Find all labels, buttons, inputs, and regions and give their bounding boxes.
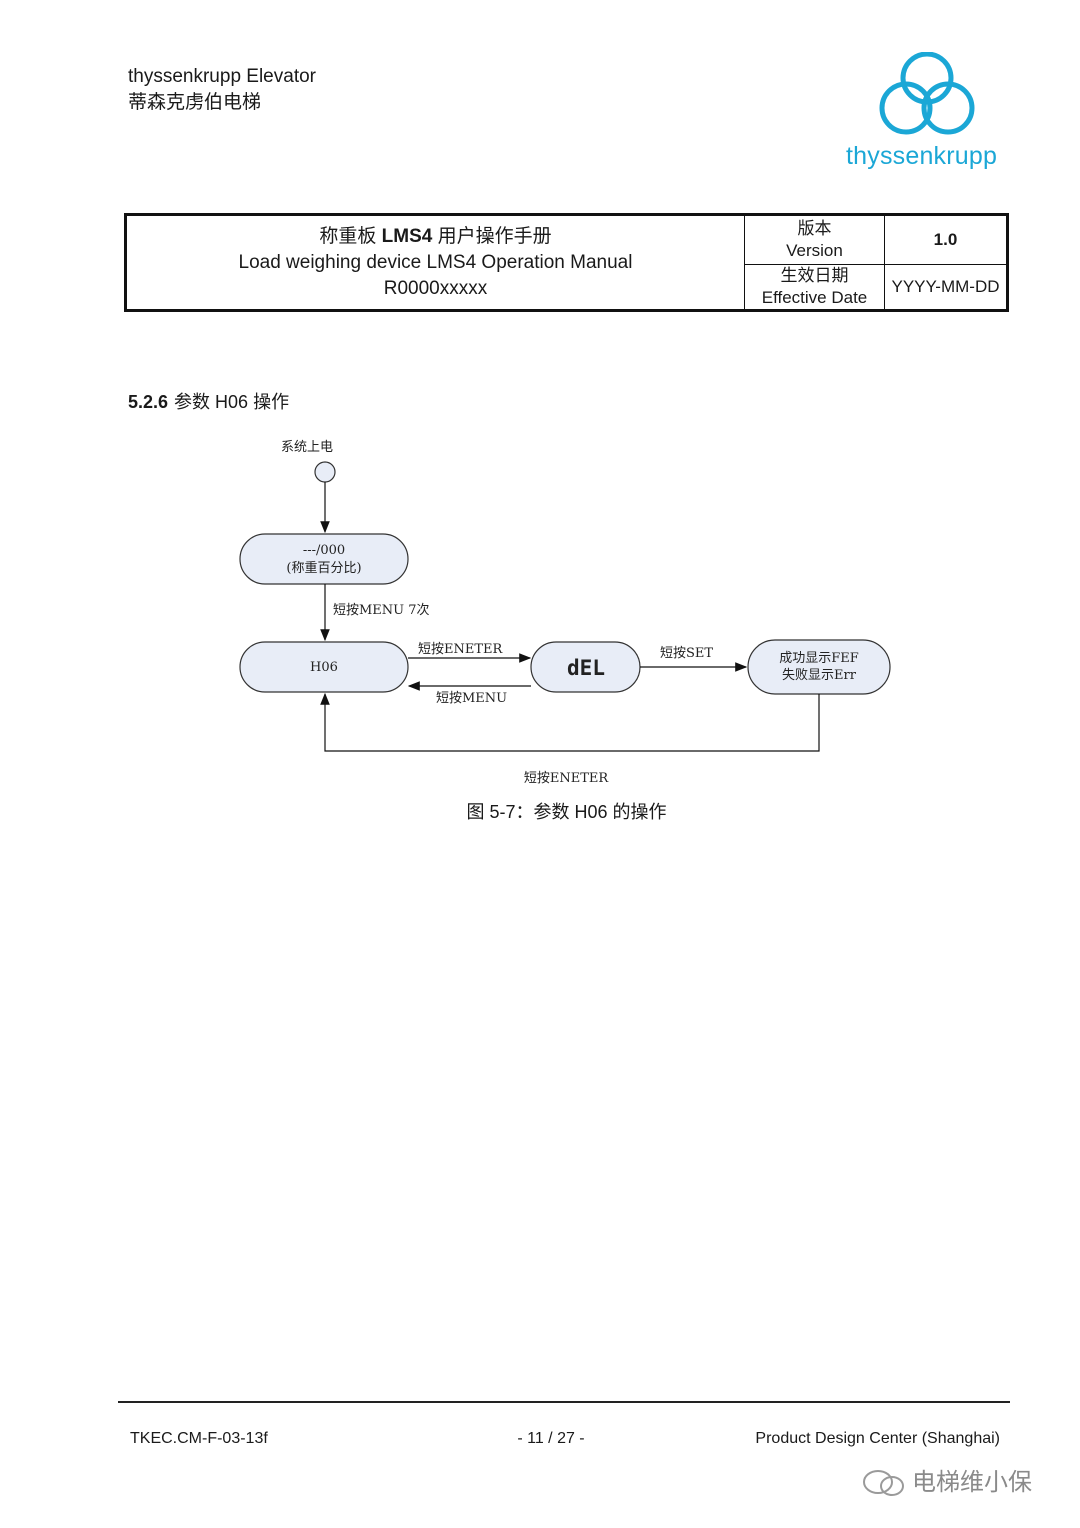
footer-form-number: TKEC.CM-F-03-13f xyxy=(130,1430,268,1447)
footer-divider xyxy=(118,1401,1010,1403)
state-result xyxy=(747,639,891,695)
edge-return-label: 短按ENETER xyxy=(524,771,610,786)
edge-menu7-label: 短按MENU 7次 xyxy=(333,602,430,618)
state-weight-percent-line2: (称重百分比) xyxy=(286,560,361,576)
state-weight-percent xyxy=(239,533,409,585)
document-title-cn: 称重板 LMS4 用户操作手册 xyxy=(319,225,552,247)
version-label-cell: 版本 Version xyxy=(744,214,885,265)
version-label-en: Version xyxy=(786,241,843,260)
document-title-cell: 称重板 LMS4 用户操作手册 Load weighing device LMS… xyxy=(125,214,745,311)
section-title: 参数 H06 操作 xyxy=(174,392,290,412)
section-number: 5.2.6 xyxy=(128,392,169,412)
date-label-cell: 生效日期 Effective Date xyxy=(744,264,885,311)
version-label-cn: 版本 xyxy=(797,219,832,238)
watermark-text: 电梯维小保 xyxy=(912,1469,1032,1496)
edge-menu-label: 短按MENU xyxy=(436,691,507,706)
arrow-return xyxy=(320,692,820,752)
edge-enter-label: 短按ENETER xyxy=(418,642,504,657)
state-del-label: dEL xyxy=(567,656,605,680)
logo-text: thyssenkrupp xyxy=(846,142,998,170)
state-result-line1: 成功显示FEF xyxy=(779,651,859,666)
date-value: YYYY-MM-DD xyxy=(884,264,1008,311)
state-h06-label: H06 xyxy=(310,660,338,675)
h06-flow-diagram: 系统上电 ---/000 (称重百分比) 短按MENU 7次 H06 短按ENE… xyxy=(239,440,891,786)
thyssenkrupp-logo-icon xyxy=(879,52,975,135)
start-node xyxy=(314,461,336,483)
company-name: thyssenkrupp Elevator 蒂森克虏伯电梯 xyxy=(128,64,316,116)
wechat-icon xyxy=(863,1470,904,1496)
company-name-en: thyssenkrupp Elevator xyxy=(128,66,316,87)
state-h06 xyxy=(239,641,409,693)
state-result-line2: 失败显示Err xyxy=(782,668,857,683)
start-label: 系统上电 xyxy=(281,440,333,455)
edge-set-label: 短按SET xyxy=(660,646,713,661)
figure-caption: 图 5-7：参数 H06 的操作 xyxy=(466,802,667,822)
version-value: 1.0 xyxy=(884,214,1008,265)
footer-page-number: - 11 / 27 - xyxy=(517,1430,585,1447)
footer-department: Product Design Center (Shanghai) xyxy=(755,1430,1000,1447)
state-weight-percent-line1: ---/000 xyxy=(303,543,345,558)
company-name-cn: 蒂森克虏伯电梯 xyxy=(128,92,262,113)
date-label-en: Effective Date xyxy=(761,288,868,307)
date-label-cn: 生效日期 xyxy=(780,266,849,285)
document-header-table: 称重板 LMS4 用户操作手册 Load weighing device LMS… xyxy=(124,213,1009,312)
document-number: R0000xxxxx xyxy=(383,277,488,299)
document-title-en: Load weighing device LMS4 Operation Manu… xyxy=(238,251,633,273)
